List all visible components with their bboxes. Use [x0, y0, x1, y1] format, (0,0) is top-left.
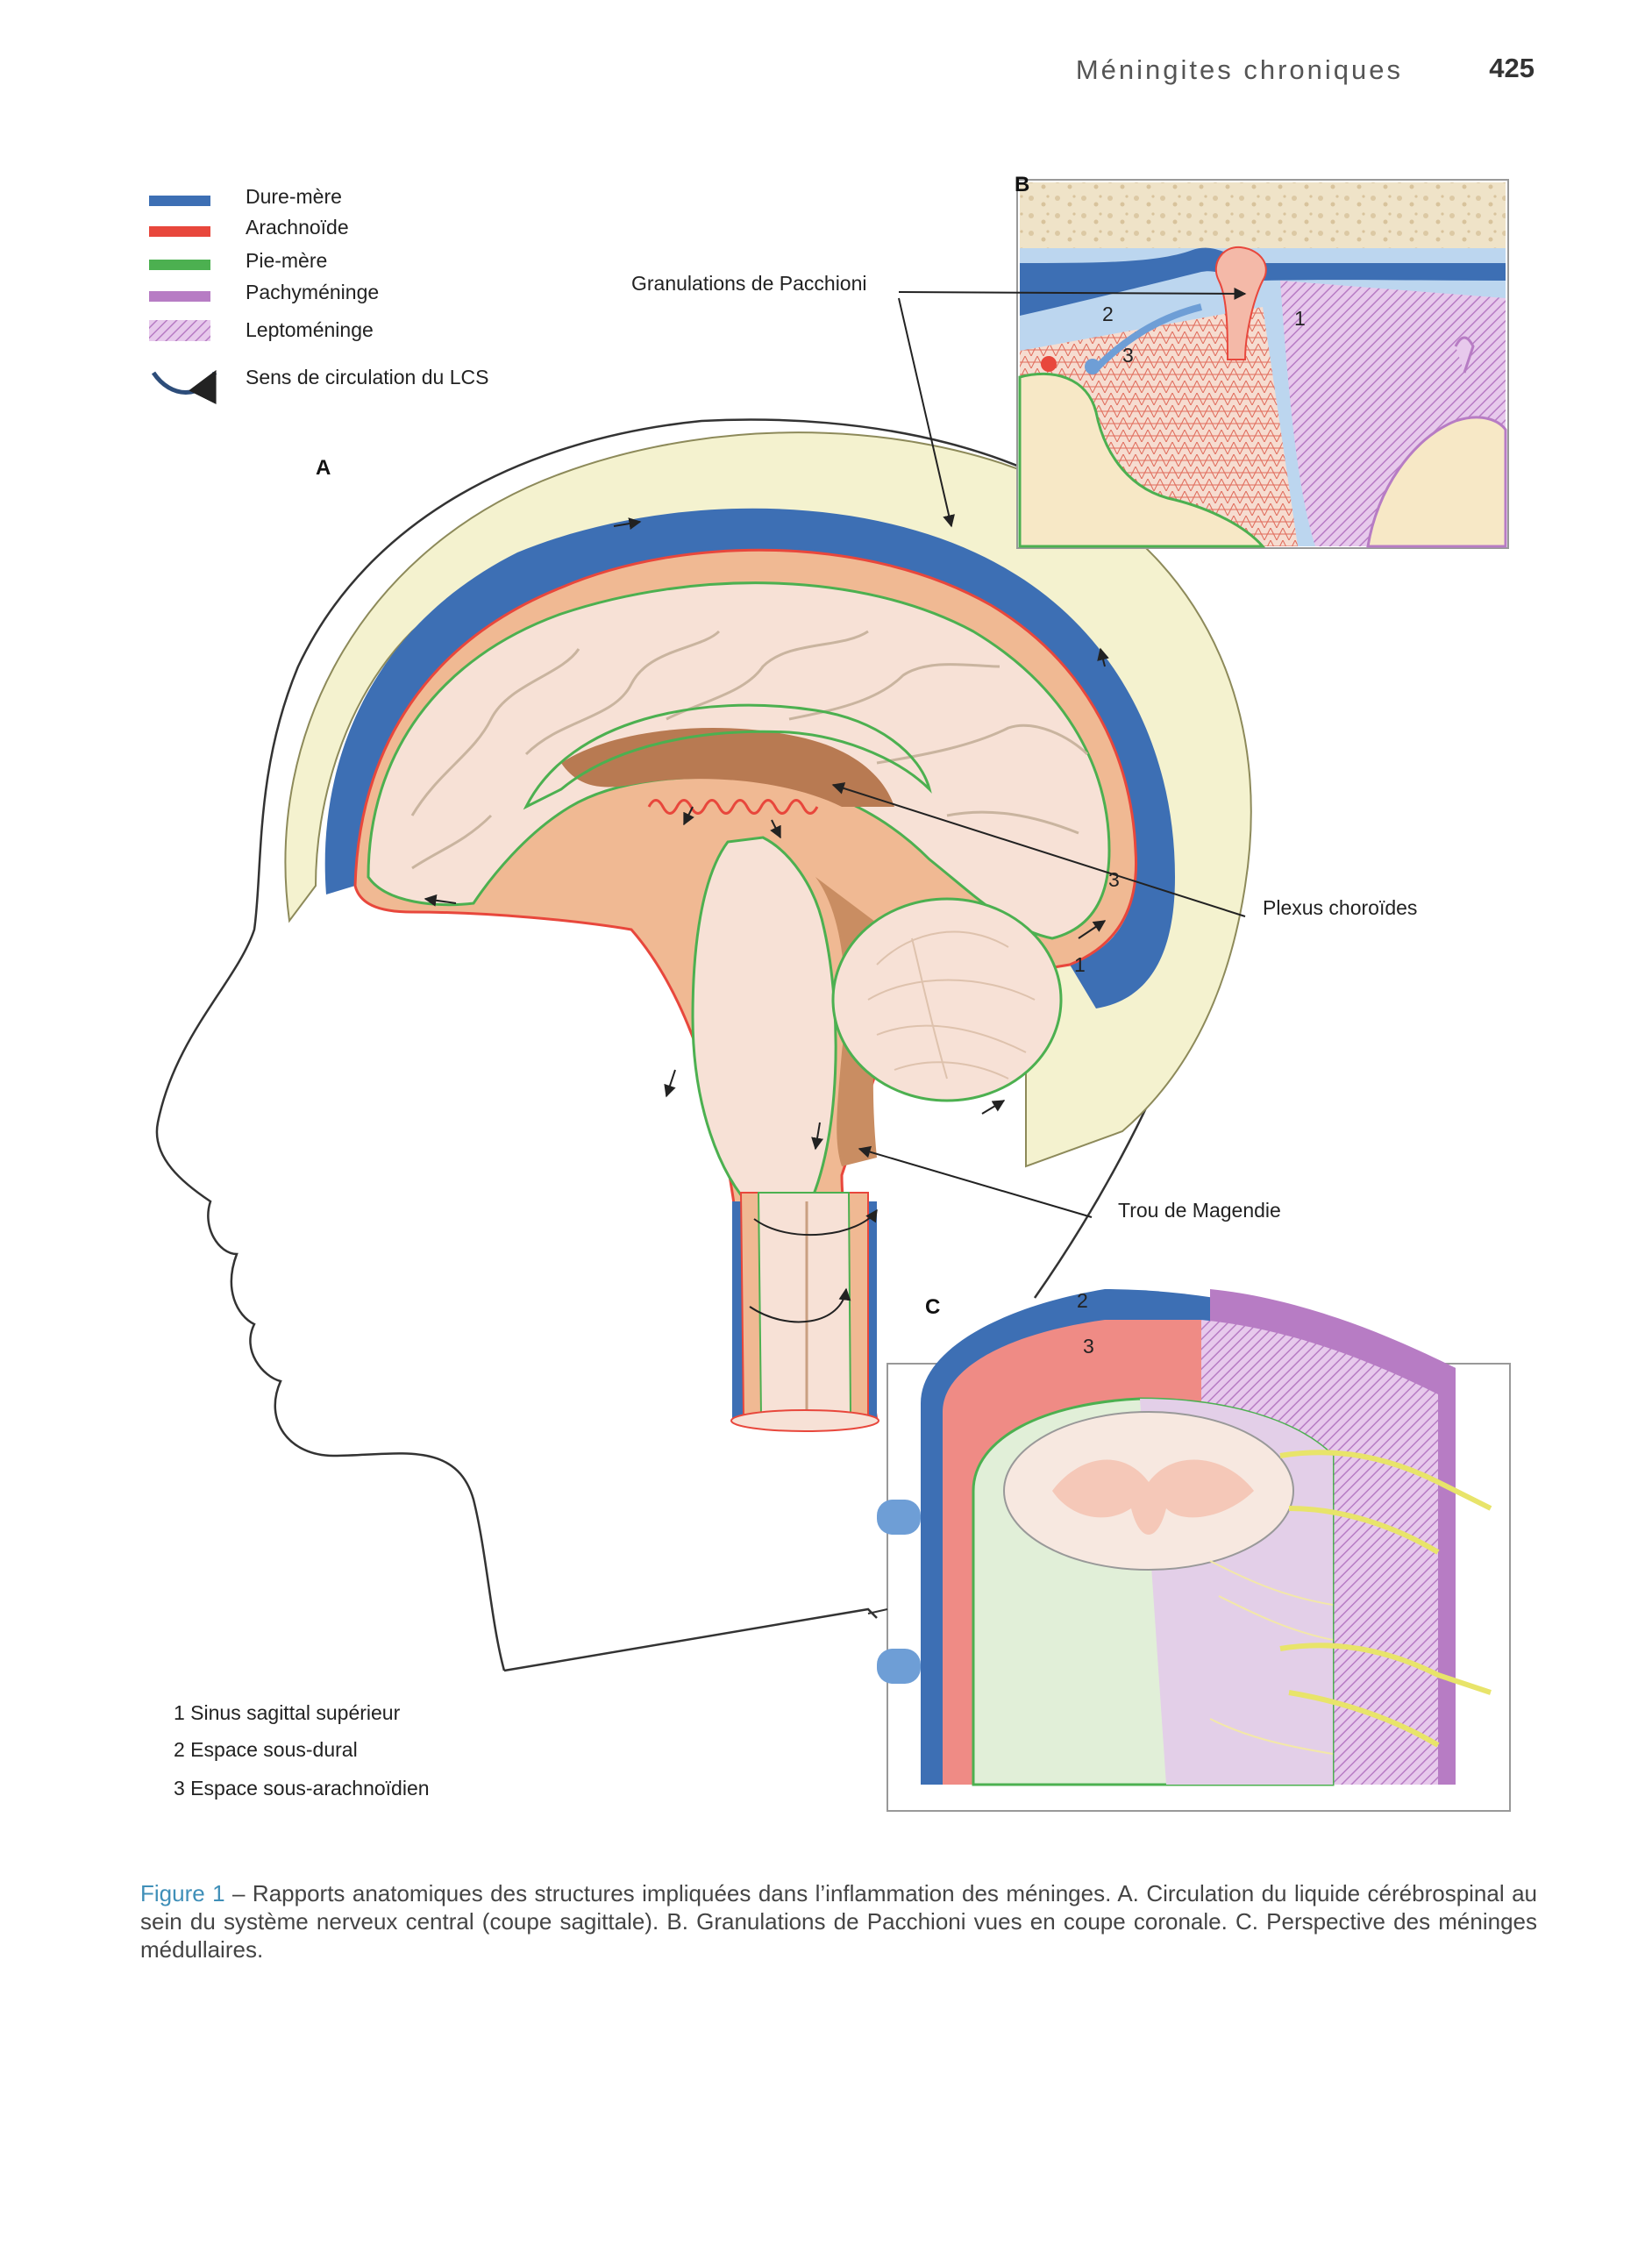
numbered-list-item-2: 2 Espace sous-dural — [174, 1738, 358, 1761]
panel-c-leader — [867, 1608, 888, 1614]
marker-b-3: 3 — [1122, 344, 1134, 367]
marker-b-1: 1 — [1294, 307, 1306, 330]
figure-caption: Figure 1 – Rapports anatomiques des stru… — [140, 1879, 1537, 1963]
marker-a-3: 3 — [1108, 868, 1120, 891]
callout-leader-lines — [831, 287, 1247, 1218]
legend-label-arachnoid: Arachnoïde — [246, 216, 349, 239]
nerve-roots — [1279, 1450, 1492, 1748]
marker-b-2: 2 — [1102, 303, 1114, 325]
legend-label-csf-flow: Sens de circulation du LCS — [246, 366, 489, 388]
legend-swatches — [149, 196, 217, 405]
panel-label-b: B — [1015, 173, 1030, 196]
legend-label-pia: Pie-mère — [246, 249, 328, 272]
panel-c-inset — [877, 1289, 1511, 1812]
spinal-cord — [757, 1192, 852, 1417]
marker-c-2: 2 — [1077, 1289, 1088, 1312]
marker-a-1: 1 — [1074, 953, 1086, 976]
dura-mater-band — [324, 508, 1175, 1008]
spinal-cut-surface — [730, 1409, 879, 1432]
caption-text: – Rapports anatomiques des structures im… — [140, 1880, 1537, 1963]
caption-label: Figure 1 — [140, 1880, 225, 1906]
panel-label-a: A — [316, 456, 331, 480]
numbered-list-item-1: 1 Sinus sagittal supérieur — [174, 1701, 401, 1724]
legend-label-leptomeninx: Leptoméninge — [246, 318, 374, 341]
panel-b-inset — [1016, 179, 1509, 549]
cerebral-gyri — [410, 630, 1089, 870]
choroid-plexus — [647, 799, 819, 815]
legend-label-pachymeninx: Pachyméninge — [246, 281, 380, 303]
running-title: Méningites chroniques — [1075, 54, 1403, 85]
callout-pacchioni: Granulations de Pacchioni — [631, 272, 867, 295]
callout-plexus: Plexus choroïdes — [1263, 896, 1418, 919]
callout-magendie: Trou de Magendie — [1118, 1199, 1281, 1222]
page-number: 425 — [1489, 53, 1535, 83]
csf-flow-arrows — [424, 517, 1109, 1323]
running-header: Méningites chroniques 425 — [1008, 51, 1535, 95]
numbered-list-item-3: 3 Espace sous-arachnoïdien — [174, 1777, 430, 1800]
legend-label-dura: Dure-mère — [246, 185, 342, 208]
corpus-callosum — [523, 703, 932, 810]
marker-c-3: 3 — [1083, 1335, 1094, 1358]
cerebellum — [831, 897, 1063, 1102]
panel-label-c: C — [925, 1295, 941, 1319]
